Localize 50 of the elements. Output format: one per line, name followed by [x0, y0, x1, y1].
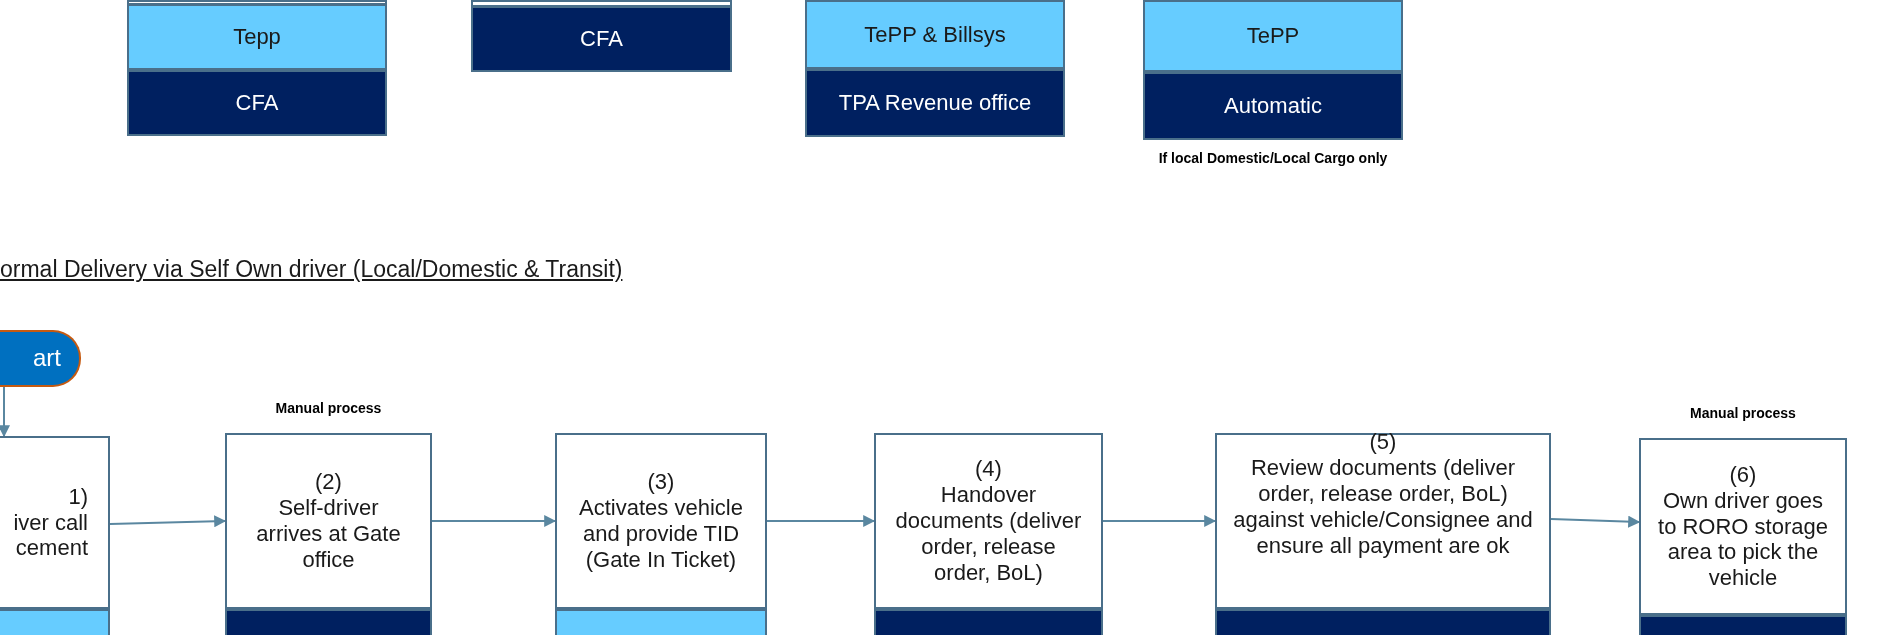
- section-heading: ormal Delivery via Self Own driver (Local/Domestic & Transit): [0, 256, 623, 283]
- band-label: Tepp: [233, 24, 281, 50]
- step-number: (5): [1369, 429, 1397, 455]
- step-number: (6): [1729, 461, 1757, 488]
- band: [805, 69, 1065, 137]
- band-label: CFA: [580, 26, 623, 52]
- note: Manual process: [1690, 405, 1796, 421]
- band-label: TePP: [1246, 23, 1300, 49]
- arrow: [431, 515, 557, 527]
- note: If local Domestic/Local Cargo only: [1158, 150, 1388, 166]
- band-label: TePP & Billsys: [864, 21, 1006, 48]
- step-number: 1): [68, 483, 88, 510]
- band-shape: [555, 609, 767, 635]
- step-number: (2): [315, 469, 342, 496]
- band-shape: [0, 609, 110, 635]
- process-box: [555, 433, 767, 609]
- band: [127, 70, 387, 136]
- arrow: [766, 515, 876, 527]
- band: [471, 6, 732, 72]
- band-label: art: [33, 344, 61, 373]
- band: [805, 0, 1065, 69]
- band-shape: [1215, 609, 1551, 635]
- note: Manual process: [275, 400, 382, 416]
- arrow: [109, 515, 227, 528]
- step-description: Handover documents (deliver order, release order, BoL): [894, 482, 1083, 586]
- process-box: [1215, 433, 1551, 609]
- step-description: Self-driver arrives at Gate office: [255, 495, 402, 573]
- band-shape: [874, 609, 1103, 635]
- band: [1143, 72, 1403, 140]
- arrow: [1102, 515, 1217, 527]
- step-description: Review documents (deliver order, release order, BoL) against vehicle/Consignee and ensure all payment are ok: [1233, 454, 1533, 559]
- band: [127, 4, 387, 70]
- band-shape: [225, 609, 432, 635]
- step-number: (4): [975, 456, 1002, 483]
- band-label: Automatic: [1224, 93, 1322, 119]
- step-description: Activates vehicle and provide TID (Gate In Ticket): [578, 495, 744, 573]
- process-box: [0, 436, 110, 609]
- process-box: [874, 433, 1103, 609]
- start-terminator: [0, 330, 81, 387]
- band-label: CFA: [235, 90, 279, 116]
- process-box: [225, 433, 432, 609]
- step-description: Own driver goes to RORO storage area to pick the vehicle: [1657, 487, 1829, 592]
- step-number: (3): [647, 469, 675, 496]
- arrow: [0, 386, 10, 438]
- band-label: TPA Revenue office: [838, 90, 1032, 116]
- arrow: [1550, 515, 1641, 528]
- band: [1143, 0, 1403, 72]
- step-description: iver call cement: [12, 509, 88, 562]
- band-shape: [1639, 615, 1847, 635]
- process-box: [1639, 438, 1847, 615]
